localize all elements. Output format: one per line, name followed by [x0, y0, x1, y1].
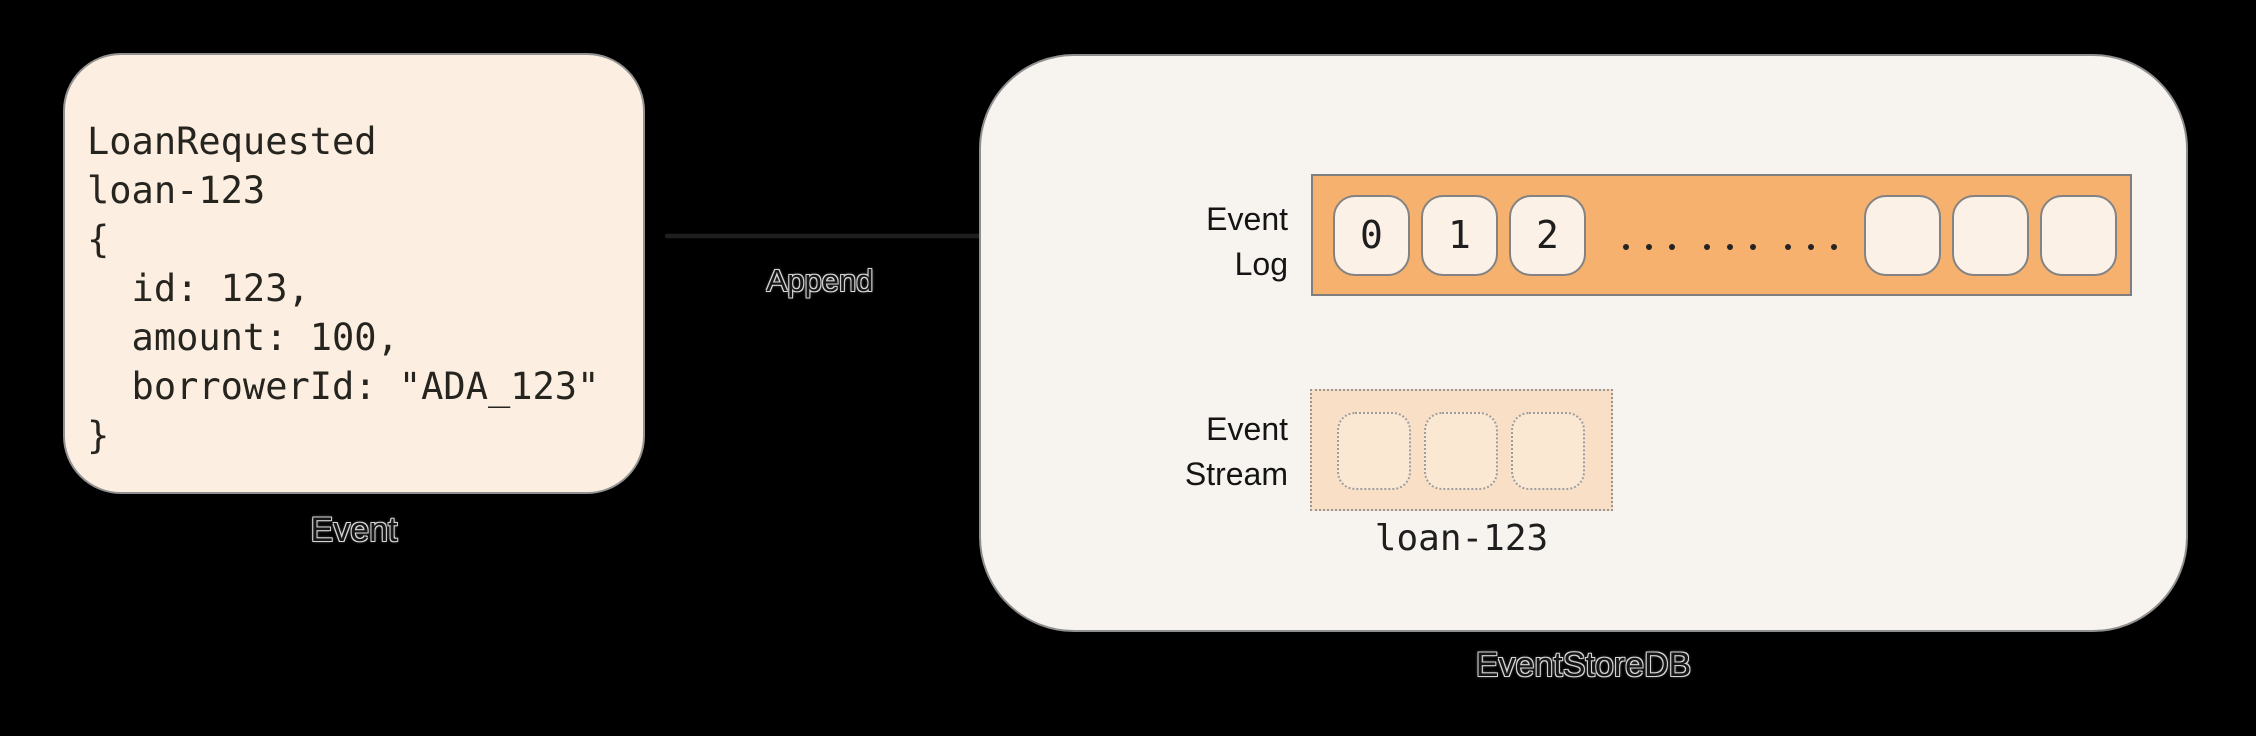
- event-log-empty-cell: [1952, 194, 2029, 276]
- dot: [1646, 244, 1652, 250]
- eventstoredb-container: [979, 54, 2188, 632]
- code-line: }: [87, 414, 110, 457]
- dot: [1704, 244, 1710, 250]
- dot: [1808, 244, 1814, 250]
- dot-group: [1623, 244, 1675, 250]
- event-log-empty-cell: [2040, 194, 2117, 276]
- event-log-cell-1: 1: [1421, 194, 1498, 276]
- event-stream-empty-cell: [1424, 412, 1498, 490]
- event-log-empty-cell: [1864, 194, 1941, 276]
- append-label: Append: [766, 263, 874, 298]
- event-log-cell-2: 2: [1509, 194, 1586, 276]
- code-line: id: 123,: [87, 267, 310, 310]
- code-line: borrowerId: "ADA_123": [87, 365, 600, 408]
- dot: [1831, 244, 1837, 250]
- event-stream-box: [1310, 389, 1613, 511]
- event-card: LoanRequested loan-123 { id: 123, amount: …: [63, 53, 645, 494]
- event-stream-empty-cell: [1511, 412, 1585, 490]
- dot: [1727, 244, 1733, 250]
- dot: [1750, 244, 1756, 250]
- event-card-label: Event: [310, 511, 398, 549]
- code-line: loan-123: [87, 169, 266, 212]
- dot-group: [1785, 244, 1837, 250]
- event-log-cell-0: 0: [1333, 194, 1410, 276]
- event-log-label-line1: Event: [1206, 201, 1288, 237]
- code-line: LoanRequested: [87, 120, 377, 163]
- stream-name-label: loan-123: [1374, 518, 1549, 559]
- event-code-block: LoanRequested loan-123 { id: 123, amount: …: [87, 117, 599, 460]
- dot: [1785, 244, 1791, 250]
- event-stream-empty-cell: [1337, 412, 1411, 490]
- event-log-label-line2: Log: [1234, 246, 1288, 282]
- code-line: {: [87, 218, 110, 261]
- dot: [1623, 244, 1629, 250]
- code-line: amount: 100,: [87, 316, 399, 359]
- event-stream-label-line1: Event: [1206, 411, 1288, 447]
- dot-group: [1704, 244, 1756, 250]
- ellipsis-dots: [1623, 244, 1837, 250]
- dot: [1669, 244, 1675, 250]
- event-stream-label-line2: Stream: [1184, 456, 1288, 492]
- event-log-bar: 0 1 2: [1311, 174, 2132, 296]
- eventstoredb-label: EventStoreDB: [1475, 646, 1692, 684]
